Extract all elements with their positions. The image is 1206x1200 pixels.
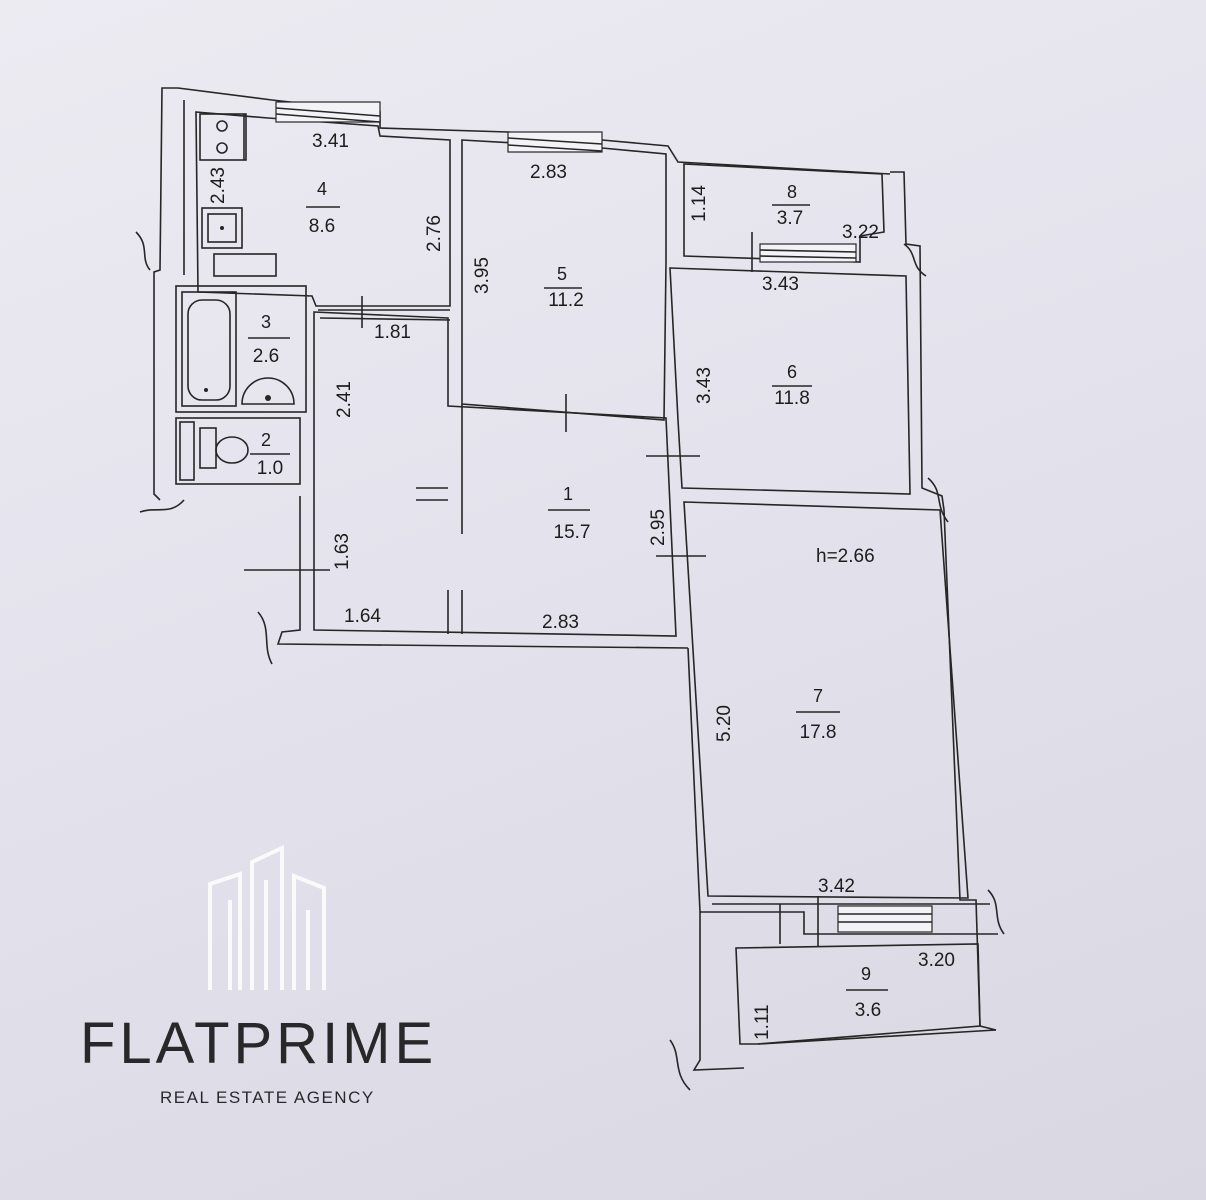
- dim-r8-left: 1.14: [689, 185, 710, 222]
- washbasin-icon: [241, 377, 295, 405]
- room-8: 1.14 3.22 8 3.7: [683, 163, 885, 272]
- dim-r5-left: 3.95: [472, 257, 493, 294]
- room-1: 1 15.7 1.63 1.64 2.95 2.83: [244, 311, 706, 637]
- room-4: 3.41 2.43 2.76 4 8.6: [195, 101, 451, 307]
- room-8-number: 8: [787, 182, 797, 202]
- stove-icon: [199, 113, 247, 161]
- dim-r9-right: 3.20: [918, 950, 955, 971]
- room-9-number: 9: [861, 964, 871, 984]
- dim-hall-bottom: 1.64: [344, 606, 381, 627]
- flatprime-logo-icon: [208, 844, 326, 990]
- room-6-number: 6: [787, 362, 797, 382]
- dim-r6-top: 3.43: [762, 274, 799, 295]
- brand-name: FLATPRIME: [80, 1011, 438, 1076]
- room-6-area: 11.8: [774, 388, 810, 409]
- dim-hall-left: 1.63: [332, 533, 353, 570]
- room-5-area: 11.2: [548, 290, 584, 311]
- room-1-area: 15.7: [554, 522, 591, 543]
- room-5-number: 5: [557, 264, 567, 284]
- sink-icon: [201, 207, 243, 249]
- dim-r9-left: 1.11: [752, 1004, 773, 1040]
- ceiling-height: h=2.66: [816, 546, 875, 567]
- dim-r1-bottom: 2.83: [542, 612, 579, 633]
- room-9-area: 3.6: [855, 1000, 881, 1021]
- window-r8: [759, 243, 857, 263]
- dim-r7-left: 5.20: [714, 705, 735, 742]
- bathtub-icon: [181, 291, 237, 407]
- dim-r4-top: 3.41: [312, 131, 349, 152]
- dim-r7-bottom: 3.42: [818, 876, 855, 897]
- room-8-area: 3.7: [777, 208, 803, 229]
- brand-tagline: REAL ESTATE AGENCY: [160, 1088, 375, 1107]
- room-6: 3.43 3.43 6 11.8: [646, 267, 911, 495]
- dim-r1-right: 2.95: [648, 509, 669, 546]
- watermark: FLATPRIME REAL ESTATE AGENCY: [70, 840, 490, 1120]
- room-7-area: 17.8: [800, 722, 837, 743]
- break-marks: [135, 231, 1005, 1091]
- window-r5: [507, 131, 603, 153]
- room-7-number: 7: [813, 686, 823, 706]
- window-r7: [837, 905, 933, 933]
- room-9: 3.20 1.11 9 3.6: [735, 943, 997, 1045]
- room-3-number: 3: [261, 312, 271, 332]
- counter-icon: [213, 253, 277, 277]
- dim-r4-right: 2.76: [424, 215, 445, 252]
- room-3-area: 2.6: [253, 346, 279, 367]
- room-2: 2 1.0: [175, 417, 301, 485]
- room-1-number: 1: [563, 484, 573, 504]
- room-2-number: 2: [261, 430, 271, 450]
- dim-r8-right: 3.22: [842, 222, 879, 243]
- dim-r5-top: 2.83: [530, 162, 567, 183]
- room-4-number: 4: [317, 179, 327, 199]
- toilet-icon: [199, 427, 217, 469]
- dim-r3-right: 2.41: [334, 381, 355, 418]
- room-2-area: 1.0: [257, 458, 283, 479]
- dim-r4-left: 2.43: [208, 167, 229, 204]
- room-4-area: 8.6: [309, 216, 335, 237]
- dim-r3-top: 1.81: [374, 322, 411, 343]
- room-7: h=2.66 5.20 7 17.8 3.42: [683, 501, 998, 946]
- room-3: 3 2.6 1.81 2.41: [175, 285, 451, 418]
- dim-r6-left: 3.43: [694, 367, 715, 404]
- room-5: 2.83 3.95 5 11.2: [461, 131, 667, 421]
